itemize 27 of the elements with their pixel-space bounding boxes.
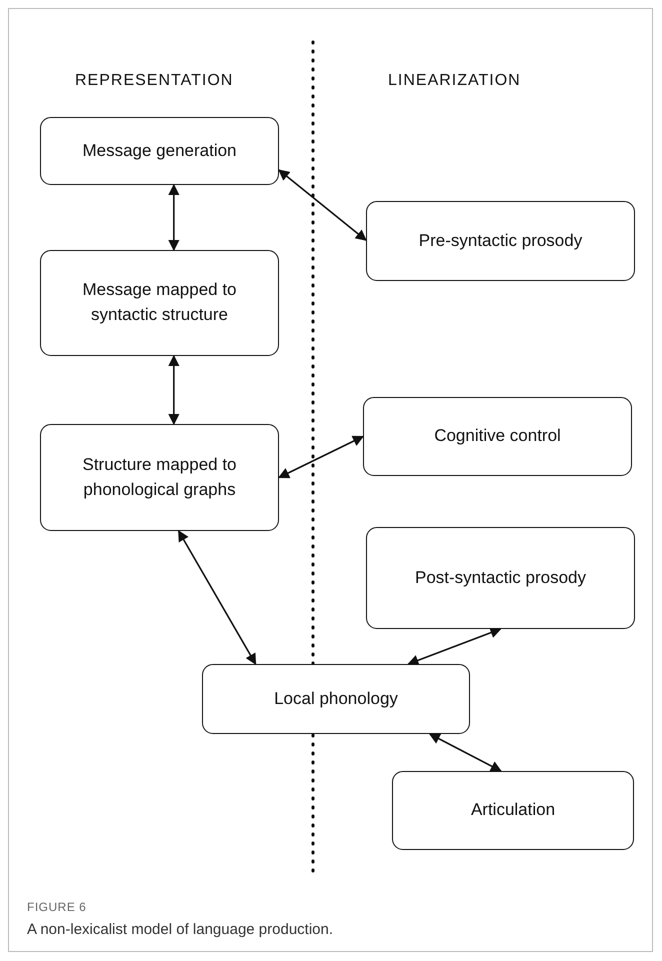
node-label: Message mapped to syntactic structure bbox=[81, 279, 238, 326]
process-box bbox=[40, 250, 279, 356]
figure-number: FIGURE 6 bbox=[27, 900, 86, 914]
double-arrow bbox=[428, 733, 502, 772]
process-box bbox=[392, 771, 634, 850]
process-box bbox=[40, 424, 279, 531]
double-arrow bbox=[168, 184, 180, 252]
node-label: Post-syntactic prosody bbox=[414, 566, 586, 589]
double-arrow bbox=[168, 354, 180, 426]
process-box bbox=[363, 397, 632, 476]
node-label: Pre-syntactic prosody bbox=[418, 230, 582, 252]
column-heading: REPRESENTATION bbox=[75, 72, 234, 90]
process-box bbox=[366, 527, 635, 629]
double-arrow bbox=[278, 436, 364, 478]
process-box bbox=[40, 117, 279, 185]
double-arrow bbox=[178, 530, 256, 665]
node-label: Structure mapped to phonological graphs bbox=[81, 454, 238, 500]
node-label: Articulation bbox=[470, 799, 556, 822]
process-box bbox=[366, 201, 635, 281]
double-arrow bbox=[278, 169, 367, 241]
column-heading: LINEARIZATION bbox=[388, 72, 521, 90]
node-label: Local phonology bbox=[274, 688, 398, 710]
node-label: Cognitive control bbox=[434, 425, 561, 448]
process-box bbox=[202, 664, 470, 734]
figure-caption: A non-lexicalist model of language production. bbox=[27, 921, 334, 938]
node-label: Message generation bbox=[82, 140, 237, 162]
double-arrow bbox=[407, 627, 502, 666]
